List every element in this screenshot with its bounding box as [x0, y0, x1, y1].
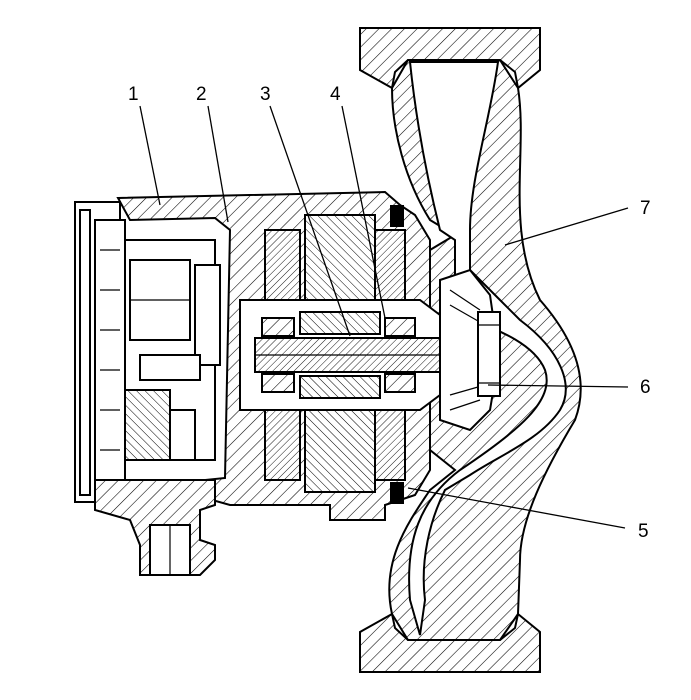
impeller — [439, 268, 501, 432]
callout-1: 1 — [128, 84, 139, 105]
callout-7: 7 — [640, 198, 651, 219]
callout-2: 2 — [196, 84, 207, 105]
motor-housing — [116, 190, 456, 521]
leader-3 — [269, 105, 351, 337]
callout-4: 4 — [330, 84, 341, 105]
leader-7 — [504, 207, 629, 246]
leader-6 — [487, 384, 629, 388]
callout-6: 6 — [640, 377, 651, 398]
leader-2 — [207, 105, 229, 223]
leader-1 — [139, 105, 161, 206]
leader-5 — [407, 487, 626, 529]
leader-lines — [139, 105, 629, 529]
callout-3: 3 — [260, 84, 271, 105]
callouts: 1 2 3 4 5 6 7 — [128, 84, 651, 542]
callout-5: 5 — [638, 521, 649, 542]
electronics-module — [74, 201, 221, 576]
leader-4 — [341, 105, 386, 319]
